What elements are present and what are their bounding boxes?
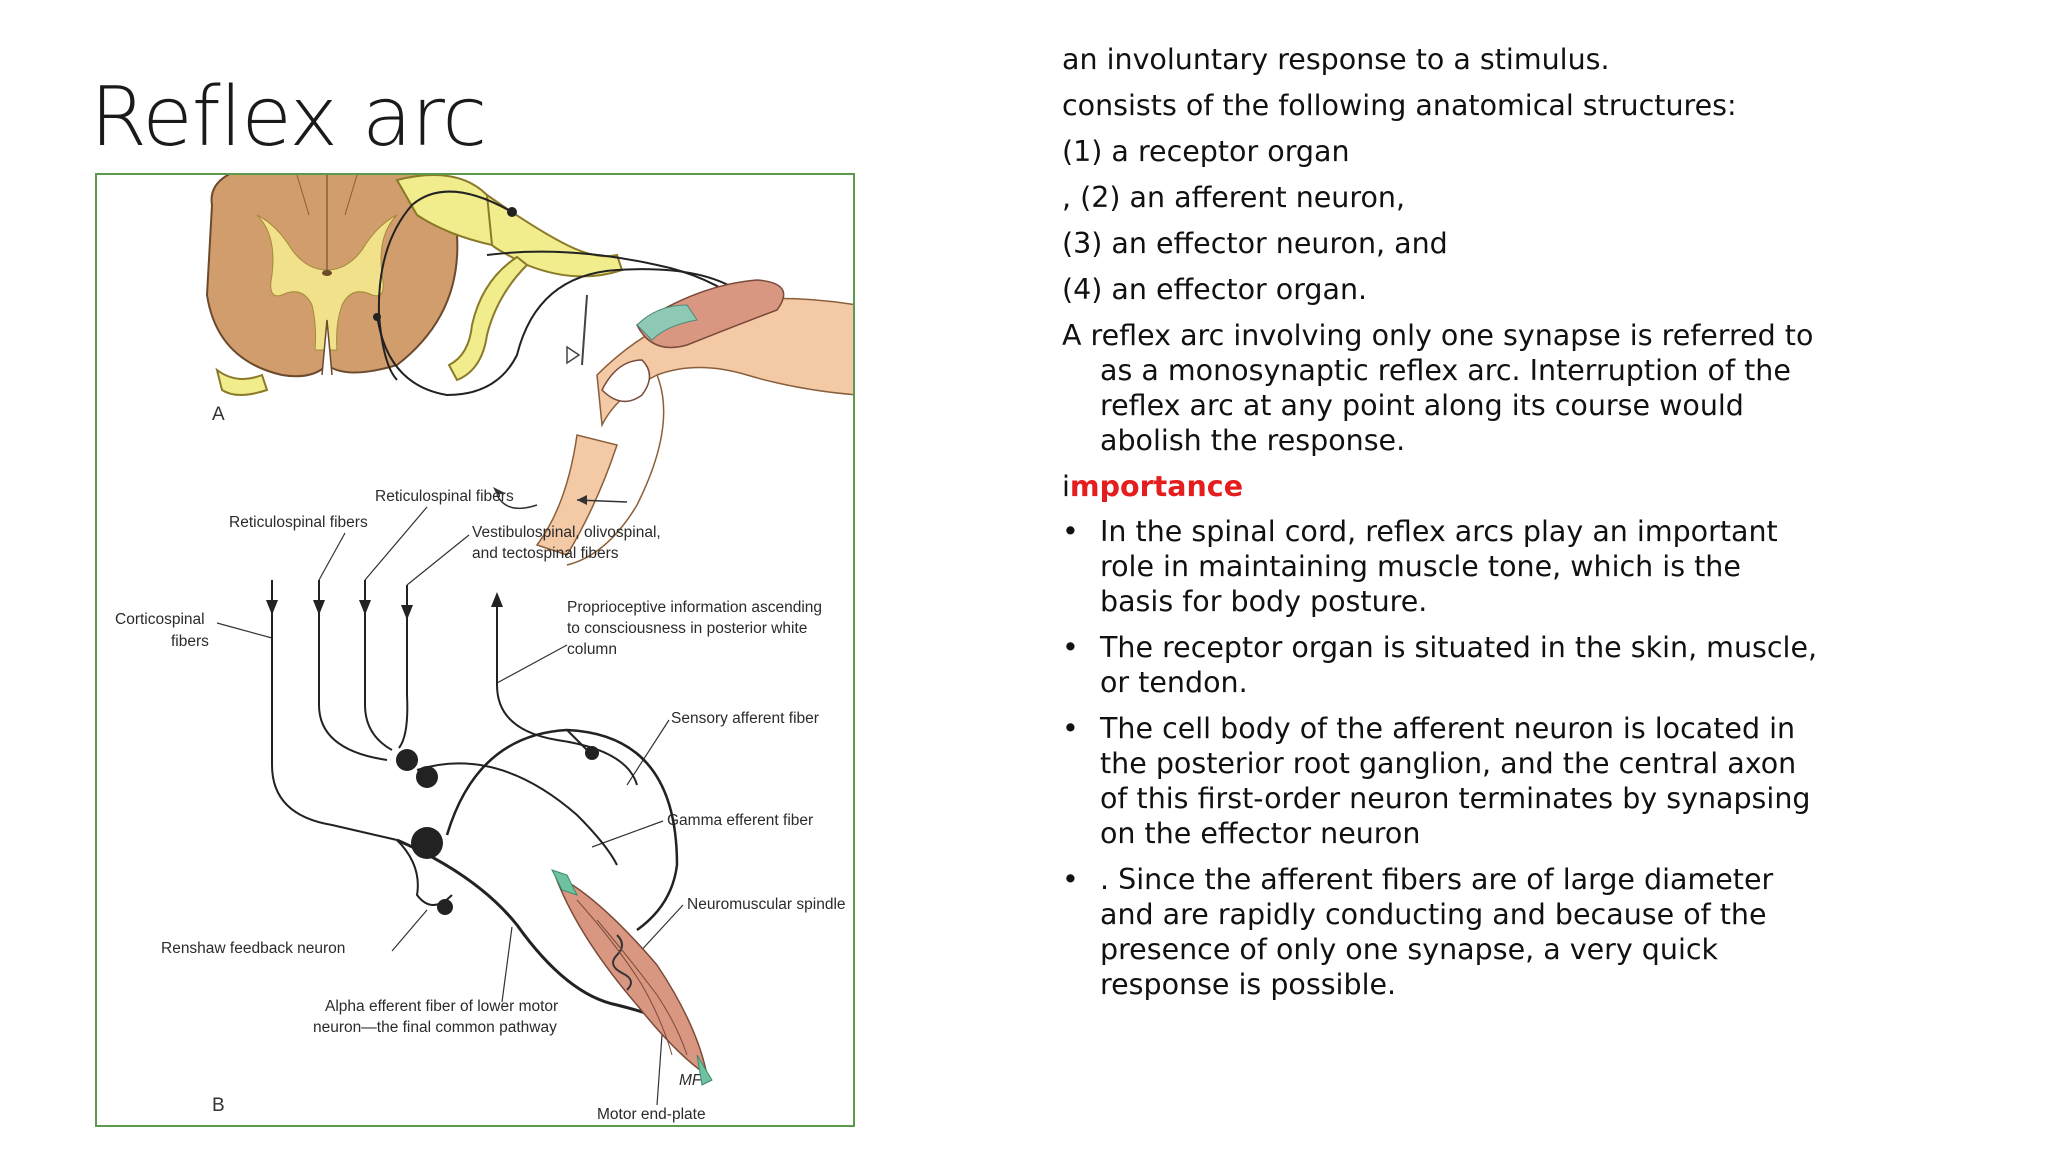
label-reticulospinal-left: Reticulospinal fibers [229, 514, 368, 531]
label-vestibulospinal-2: and tectospinal fibers [472, 545, 619, 562]
spinal-cord-section [205, 175, 459, 378]
label-vestibulospinal-1: Vestibulospinal, olivospinal, [472, 524, 661, 541]
bullet-item: • The cell body of the afferent neuron i… [1062, 711, 1822, 851]
importance-bullets: • In the spinal cord, reflex arcs play an… [1062, 514, 1822, 1002]
reflex-arc-illustration: A Reticulospinal fibers Reticulospinal f… [115, 175, 853, 1123]
label-alpha-efferent-2: neuron—the final common pathway [313, 1019, 557, 1036]
bullet-item: • . Since the afferent fibers are of larg… [1062, 862, 1822, 1002]
reflex-arc-figure: A Reticulospinal fibers Reticulospinal f… [95, 173, 855, 1127]
bullet-text: The cell body of the afferent neuron is … [1100, 712, 1811, 850]
label-corticospinal-1: Corticospinal [115, 611, 205, 628]
bullet-dot: • [1062, 863, 1079, 896]
structures-intro-line: consists of the following anatomical str… [1062, 89, 1737, 122]
label-proprioceptive-1: Proprioceptive information ascending [567, 599, 822, 616]
bullet-item: • In the spinal cord, reflex arcs play an… [1062, 514, 1822, 619]
structure-afferent: , (2) an afferent neuron, [1062, 181, 1406, 214]
body-text: an involuntary response to a stimulus. c… [1062, 42, 1822, 1013]
label-proprioceptive-3: column [567, 641, 617, 658]
illustrator-signature: MF [679, 1072, 703, 1089]
slide-title: Reflex arc [90, 70, 487, 165]
panel-b-label: B [212, 1095, 225, 1116]
label-gamma-efferent: Gamma efferent fiber [667, 812, 813, 829]
knee-joint [535, 279, 853, 566]
label-reticulospinal-right: Reticulospinal fibers [375, 488, 514, 505]
label-alpha-efferent-1: Alpha efferent fiber of lower motor [325, 998, 558, 1015]
label-motor-endplate: Motor end-plate [597, 1106, 706, 1123]
descending-tracts [271, 580, 638, 841]
definition-line: an involuntary response to a stimulus. [1062, 43, 1610, 76]
muscle-with-spindle [551, 869, 713, 1086]
bullet-dot: • [1062, 712, 1079, 745]
label-sensory-afferent: Sensory afferent fiber [671, 710, 819, 727]
panel-a-label: A [212, 404, 225, 425]
structure-receptor: (1) a receptor organ [1062, 135, 1350, 168]
bullet-text: The receptor organ is situated in the sk… [1100, 631, 1818, 699]
importance-heading: importance [1062, 469, 1822, 504]
structure-effector-neuron: (3) an effector neuron, and [1062, 227, 1448, 260]
monosynaptic-paragraph: A reflex arc involving only one synapse … [1062, 319, 1814, 457]
bullet-dot: • [1062, 631, 1079, 664]
importance-prefix: i [1062, 470, 1070, 503]
neurons [396, 728, 679, 1027]
label-proprioceptive-2: to consciousness in posterior white [567, 620, 807, 637]
tract-arrows [266, 592, 503, 620]
structure-effector-organ: (4) an effector organ. [1062, 273, 1368, 306]
label-neuromuscular-spindle: Neuromuscular spindle [687, 896, 846, 913]
bullet-text: In the spinal cord, reflex arcs play an … [1100, 515, 1778, 618]
label-corticospinal-2: fibers [171, 633, 209, 650]
importance-word: mportance [1069, 470, 1244, 503]
label-renshaw: Renshaw feedback neuron [161, 940, 345, 957]
bullet-item: • The receptor organ is situated in the … [1062, 630, 1822, 700]
leader-lines [216, 506, 684, 1106]
bullet-dot: • [1062, 515, 1079, 548]
bullet-text: . Since the afferent fibers are of large… [1100, 863, 1774, 1001]
